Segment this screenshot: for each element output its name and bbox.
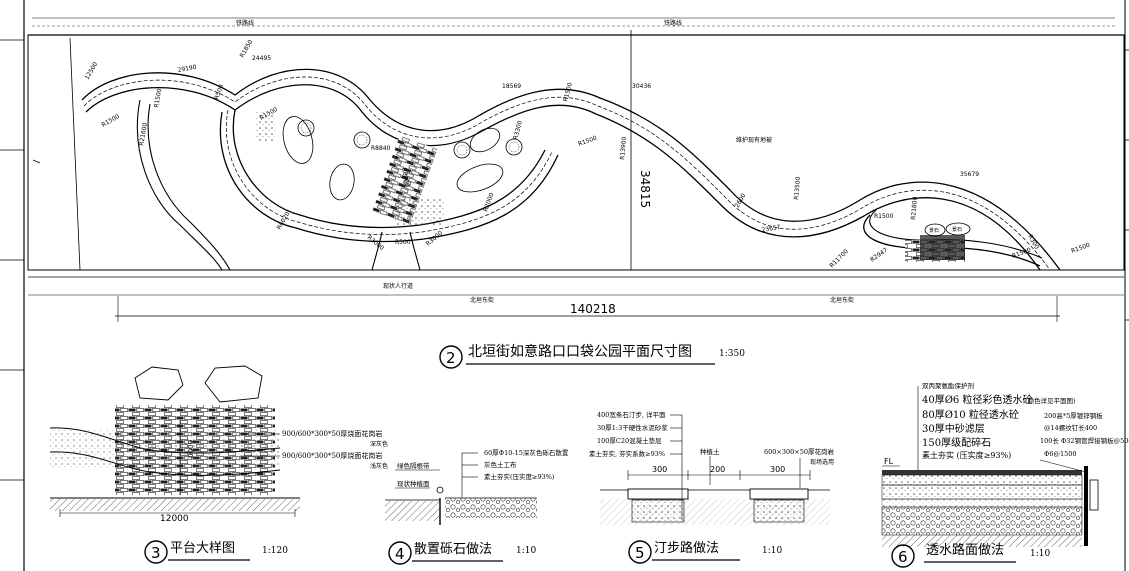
dim-label: R11700 [828,248,850,270]
total-width-dim: 140218 [570,302,616,316]
detail-5-note-6: 600×300×50厚花岗岩 [764,447,834,456]
detail-5-note-7: 现场选用 [810,458,834,466]
dim-label: R3000 [425,230,445,248]
dim-label: R2947 [869,247,889,264]
detail-5-note-3: 100厚C20混凝土垫层 [597,436,662,445]
detail-4-title: 散置砾石做法 [414,542,492,557]
detail-5-note-4: 素土夯实, 夯实系数≥93% [589,449,665,458]
detail-4-note-2: 灰色土工布 [484,460,517,469]
dim-label: R8000 [400,167,410,188]
dim-label: R500 [213,83,225,100]
detail-4-scale: 1:10 [516,546,536,556]
detail-3-height: 6000 [186,440,194,458]
dim-label: R1500 [101,113,121,129]
boulder-label-b: 景石 [952,226,962,233]
detail-6-note-7: 200高*5厚镀锌钢板 [1044,411,1103,420]
detail-3-number: 3 [151,544,161,562]
detail-5-dim-1: 300 [652,465,667,474]
plan-title-scale: 1:350 [719,349,745,359]
dim-label: R13500 [793,176,802,200]
detail-5-title: 汀步路做法 [654,540,719,556]
detail-6-title: 透水路面做法 [926,542,1004,558]
detail-6-note-8: @14螺纹钉长400 [1044,423,1097,432]
detail-5-number: 5 [635,544,645,562]
street-label-left: 北垣东街 [470,296,494,304]
detail-4-gravel: 60厚Φ10-15深灰色砾石散置 灰色土工布 素土夯实(压实度≥93%) 绿色隔… [385,448,569,565]
dim-label: 18569 [502,83,521,90]
dim-label: R8840 [371,145,391,152]
detail-6-number: 6 [898,548,908,566]
dim-label: R1500 [1070,242,1091,255]
dim-label: R3000 [366,234,386,252]
dim-label: R1500 [153,88,163,109]
detail-6-note-4: 30厚中砂滤层 [922,422,985,435]
plan-title: 2 北垣街如意路口口袋公园平面尺寸图 1:350 [439,343,745,369]
plan-title-number: 2 [446,349,456,367]
detail-6-note-10: Φ6@1500 [1044,450,1077,458]
dim-label: R13900 [619,136,628,160]
dim-label: R2000 [482,192,495,213]
detail-4-note-3: 素土夯实(压实度≥93%) [484,472,555,481]
plan-title-text: 北垣街如意路口口袋公园平面尺寸图 [468,343,692,360]
dim-label: R1500 [562,82,574,103]
detail-6-note-5: 150厚级配碎石 [922,436,991,449]
detail-6-note-1: 双丙聚氨酯保护剂 [922,381,974,390]
detail-5-stepping: 400宽条石汀步, 详平面 30厚1:3干硬性水泥砂浆 100厚C20混凝土垫层… [589,410,834,564]
detail-3-title: 平台大样图 [170,541,235,556]
site-plan: 铁路线 铁路线 现状人行道 北垣东街 北垣东街 维护现有地被 [27,17,1125,322]
detail-3-note-1: 900/600*300*50厚烧面花岗岩 [282,429,382,438]
detail-4-number: 4 [395,545,405,563]
sidewalk-label: 现状人行道 [383,282,413,290]
detail-6-note-6: 素土夯实 (压实度≥93%) [922,450,1011,460]
protect-label: 维护现有地被 [736,136,772,144]
boulder-label-a: 景石 [929,227,939,234]
detail-4-note-4: 绿色隔根带 [397,461,430,470]
detail-4-note-5: 现状种植面 [397,479,430,488]
detail-6-scale: 1:10 [1030,549,1050,559]
detail-3-platform: 12000 6000 900/600*300*50厚烧面花岗岩 深灰色 900/… [49,365,388,564]
detail-5-dim-2: 200 [710,465,725,474]
dim-label: 24495 [252,55,271,62]
dim-label: R6020 [276,211,292,231]
detail-6-note-3: 80厚Ø10 粒径透水砼 [922,408,1019,421]
dim-label: R1500 [874,213,894,220]
detail-3-note-2: 900/600*300*50厚烧面花岗岩 [282,451,382,460]
detail-5-note-2: 30厚1:3干硬性水泥砂浆 [597,423,668,432]
dim-label: 2600 [734,192,748,209]
dim-label: R1500 [577,135,598,148]
radius-dimension-labels: 12500 29190 R1850 24495 R500 R1500 R2160… [84,39,1091,270]
dim-label: R3300 [512,120,524,141]
detail-3-scale: 1:120 [262,546,288,556]
detail-5-note-5: 种植土 [700,447,720,456]
detail-6-note-2: 40厚Ø6 粒径彩色透水砼 [922,393,1032,406]
dim-label: 35679 [960,171,979,178]
dim-label: R500 [395,239,411,246]
detail-3-width: 12000 [160,514,189,524]
detail-5-note-1: 400宽条石汀步, 详平面 [597,410,666,419]
dim-label: 30436 [632,83,651,90]
detail-6-note-9: 100长 Φ32钢管焊接钢板@500 [1040,436,1129,445]
rail-label-left: 铁路线 [236,19,254,27]
total-height-dim: 34815 [638,170,652,208]
path-outer-left [81,68,1061,271]
detail-5-dim-3: 300 [770,465,785,474]
detail-6-fl: FL [884,457,894,466]
detail-5-scale: 1:10 [762,546,782,556]
detail-6-permeable: FL 双丙聚氨酯保护剂 40厚Ø6 粒径彩色透水砼 (颜色详见平面图) 80厚Ø… [881,381,1129,568]
detail-6-note-2b: (颜色详见平面图) [1025,396,1076,405]
dim-label: R21600 [138,122,149,146]
detail-3-note-1b: 深灰色 [370,440,388,448]
detail-4-note-1: 60厚Φ10-15深灰色砾石散置 [484,448,569,457]
street-label-right: 北垣东街 [830,296,854,304]
detail-3-note-2b: 浅灰色 [370,462,388,470]
dim-label: 23657 [761,224,781,234]
dim-label: 29190 [177,64,197,74]
dim-label: 12500 [84,61,100,81]
dim-label: R21800 [910,196,919,220]
rail-label-right: 铁路线 [664,19,682,27]
